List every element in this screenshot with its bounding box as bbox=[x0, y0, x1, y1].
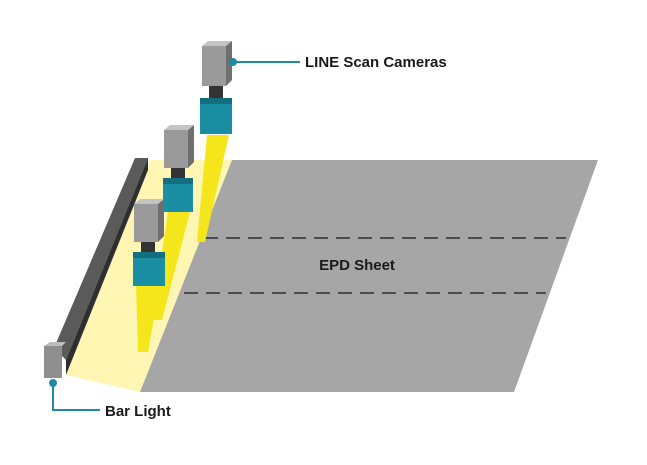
bar-light-end-cap-top bbox=[44, 342, 66, 346]
bar-light-label: Bar Light bbox=[105, 403, 171, 420]
line-scan-camera-bottom bbox=[133, 199, 165, 286]
camera-beam-middle bbox=[152, 212, 190, 320]
camera-beam-top bbox=[197, 135, 229, 242]
bar-light-end-cap bbox=[44, 346, 62, 378]
bar-light-callout-line bbox=[52, 383, 100, 411]
cameras-label: LINE Scan Cameras bbox=[305, 54, 447, 71]
bar-light-body bbox=[66, 158, 148, 375]
bar-light-top bbox=[54, 158, 148, 360]
line-scan-camera-middle bbox=[163, 125, 194, 212]
camera-beam-bottom bbox=[136, 285, 160, 352]
epd-sheet-label: EPD Sheet bbox=[319, 257, 395, 274]
line-scan-camera-top bbox=[200, 41, 232, 134]
epd-sheet bbox=[140, 160, 598, 392]
